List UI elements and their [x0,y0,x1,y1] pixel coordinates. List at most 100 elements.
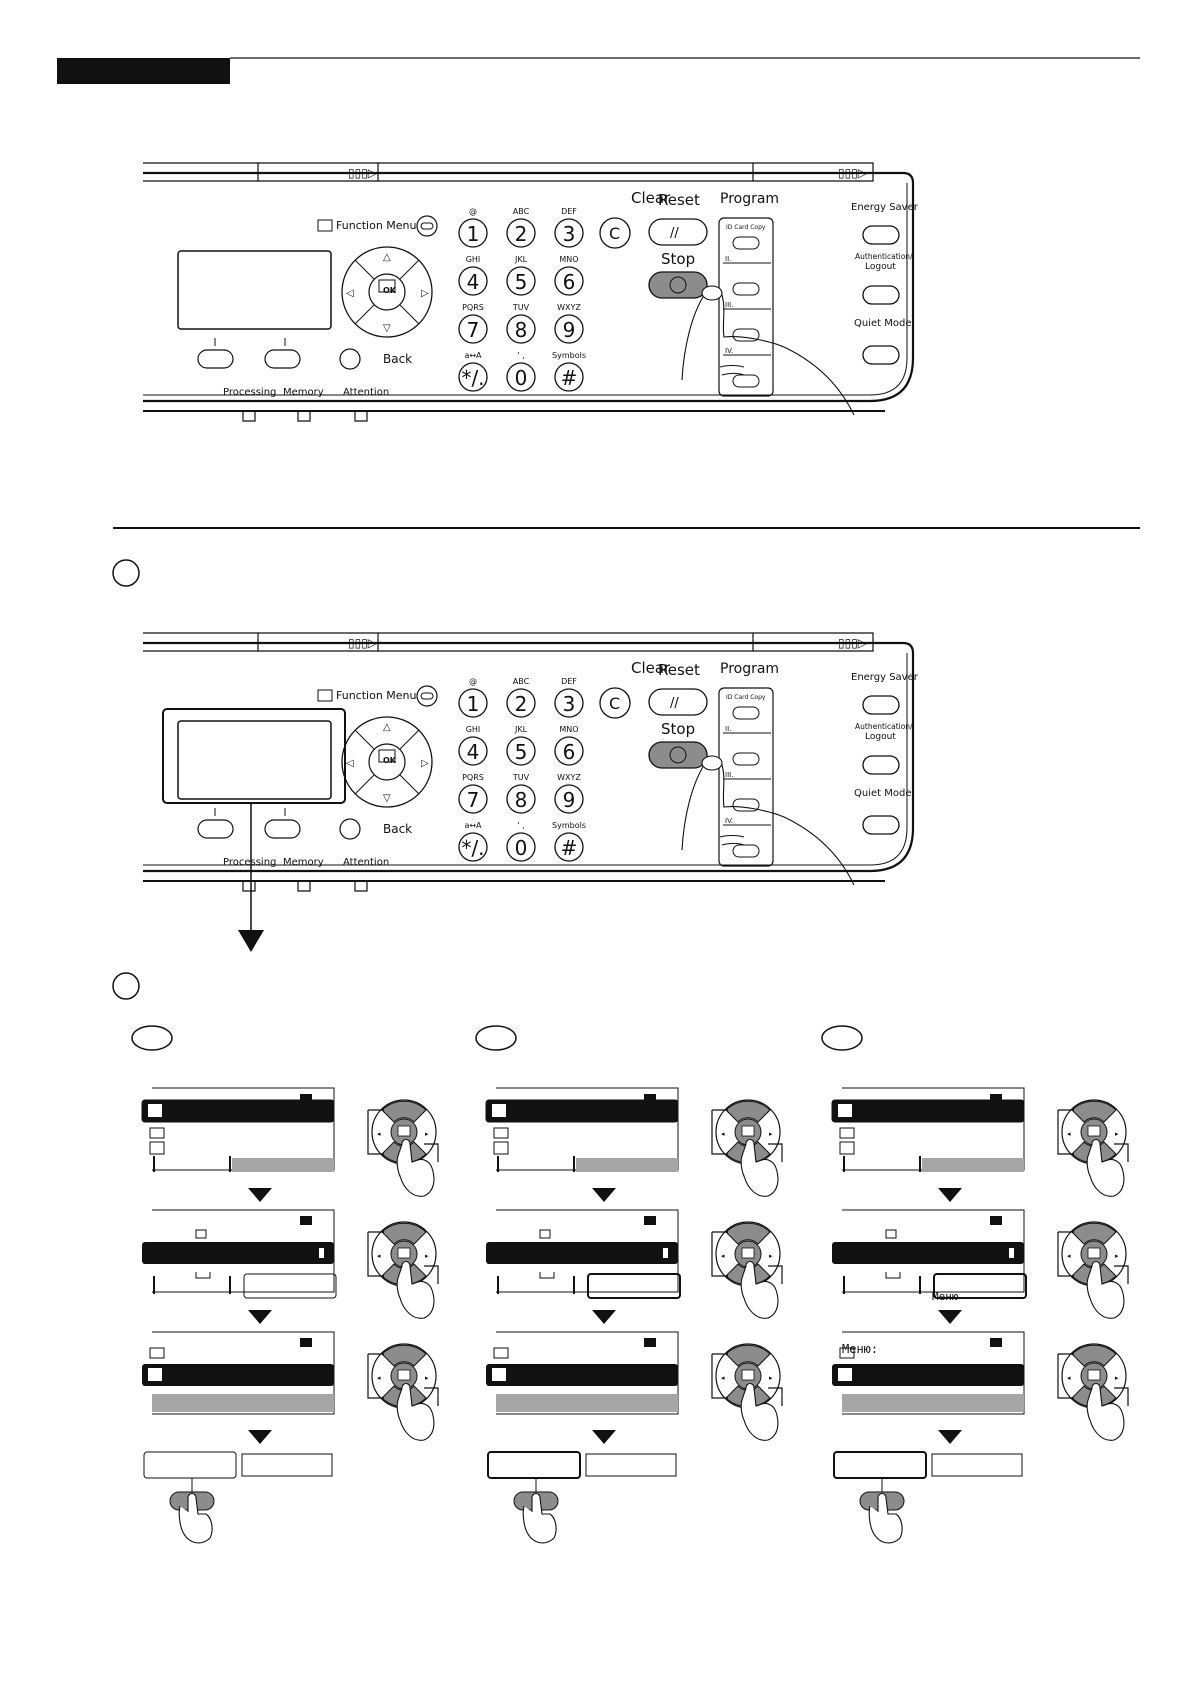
key-letters-7: PQRS [462,303,484,312]
clear-key-2[interactable]: C [609,694,620,713]
flow-column-3 [821,1025,1129,1544]
key-letters-1-2: @ [469,677,477,686]
reset-label: Reset [658,191,700,209]
program-item-1-2: ID Card Copy [726,694,766,701]
back-label-2: Back [383,822,412,836]
key-letters-9-2: WXYZ [557,773,581,782]
key-letters-8-2: TUV [512,773,530,782]
key-5[interactable]: 5 [515,270,528,294]
key-letters-10-2: a↔A [464,821,482,830]
nav-dpad-icon [367,1343,439,1441]
program-item-4-2: IV. [725,817,733,825]
ok-label-2: OK [383,756,397,765]
keypad-2[interactable]: @1ABC2DEF3GHI4JKL5MNO6PQRS7TUV8WXYZ9a↔A*… [461,677,586,860]
clear-key[interactable]: C [609,224,620,243]
nav-dpad-icon [711,1343,783,1441]
key-3-2[interactable]: 3 [563,692,576,716]
logout-label-2: Logout [865,732,896,742]
nav-dpad-icon [1057,1343,1129,1441]
key-10-2[interactable]: */. [461,836,484,860]
clear-label: Clear [631,189,671,207]
key-12[interactable]: # [561,366,578,390]
menu-title: Меню: [842,1342,878,1356]
key-12-2[interactable]: # [561,836,578,860]
memory-led: Memory [283,387,324,398]
key-5-2[interactable]: 5 [515,740,528,764]
lcd-highlight [162,708,346,804]
key-letters-5-2: JKL [514,725,528,734]
step-circle-2 [112,972,140,1000]
nav-dpad-icon [711,1221,783,1319]
nav-dpad-icon [1057,1221,1129,1319]
nav-dpad-icon [367,1221,439,1319]
key-letters-4-2: GHI [466,725,481,734]
key-9-2[interactable]: 9 [563,788,576,812]
key-11-2[interactable]: 0 [515,836,528,860]
flow-column-1 [131,1025,439,1544]
key-letters-5: JKL [514,255,528,264]
key-7-2[interactable]: 7 [467,788,480,812]
reset-key[interactable]: // [670,226,679,241]
keypad[interactable]: @1ABC2DEF3GHI4JKL5MNO6PQRS7TUV8WXYZ9a↔A*… [461,207,586,390]
program-item-3: III. [725,301,733,309]
key-letters-12-2: Symbols [552,821,586,830]
key-letters-6-2: MNO [559,725,578,734]
nav-dpad-icon [711,1099,783,1197]
key-letters-8: TUV [512,303,530,312]
function-menu-label: Function Menu [336,219,417,232]
nav-dpad-icon [367,1099,439,1197]
authentication-label: Authentication/ [855,252,913,261]
key-11[interactable]: 0 [515,366,528,390]
memory-led-2: Memory [283,857,324,868]
stop-label: Stop [661,250,695,268]
key-letters-9: WXYZ [557,303,581,312]
key-letters-3-2: DEF [561,677,577,686]
back-label: Back [383,352,412,366]
reset-label-2: Reset [658,661,700,679]
program-item-4: IV. [725,347,733,355]
soft-key-press-icon [169,1491,215,1544]
key-9[interactable]: 9 [563,318,576,342]
key-6-2[interactable]: 6 [563,740,576,764]
energy-saver-label: Energy Saver [851,202,919,213]
key-3[interactable]: 3 [563,222,576,246]
key-8[interactable]: 8 [515,318,528,342]
key-letters-4: GHI [466,255,481,264]
key-letters-3: DEF [561,207,577,216]
processing-led: Processing [223,387,276,398]
attention-led-2: Attention [343,857,389,868]
key-1[interactable]: 1 [467,222,480,246]
key-1-2[interactable]: 1 [467,692,480,716]
key-letters-2: ABC [513,207,530,216]
key-4[interactable]: 4 [467,270,480,294]
program-item-3-2: III. [725,771,733,779]
key-6[interactable]: 6 [563,270,576,294]
program-label: Program [720,191,779,207]
key-2-2[interactable]: 2 [515,692,528,716]
menu-soft-key: Меню [932,1290,959,1303]
function-menu-label-2: Function Menu [336,689,417,702]
stop-label-2: Stop [661,720,695,738]
key-4-2[interactable]: 4 [467,740,480,764]
energy-saver-label-2: Energy Saver [851,672,919,683]
key-7[interactable]: 7 [467,318,480,342]
key-letters-2-2: ABC [513,677,530,686]
quiet-mode-label: Quiet Mode [854,318,912,329]
soft-key-press-icon [513,1491,559,1544]
flow-column-2 [475,1025,783,1544]
program-label-2: Program [720,661,779,677]
ok-label: OK [383,286,397,295]
key-2[interactable]: 2 [515,222,528,246]
key-10[interactable]: */. [461,366,484,390]
authentication-label-2: Authentication/ [855,722,913,731]
quiet-mode-label-2: Quiet Mode [854,788,912,799]
key-letters-6: MNO [559,255,578,264]
attention-led: Attention [343,387,389,398]
nav-dpad-icon [1057,1099,1129,1197]
step-circle-1 [112,559,140,587]
key-letters-10: a↔A [464,351,482,360]
key-letters-11: ' , [517,351,524,360]
key-8-2[interactable]: 8 [515,788,528,812]
reset-key-2[interactable]: // [670,696,679,711]
